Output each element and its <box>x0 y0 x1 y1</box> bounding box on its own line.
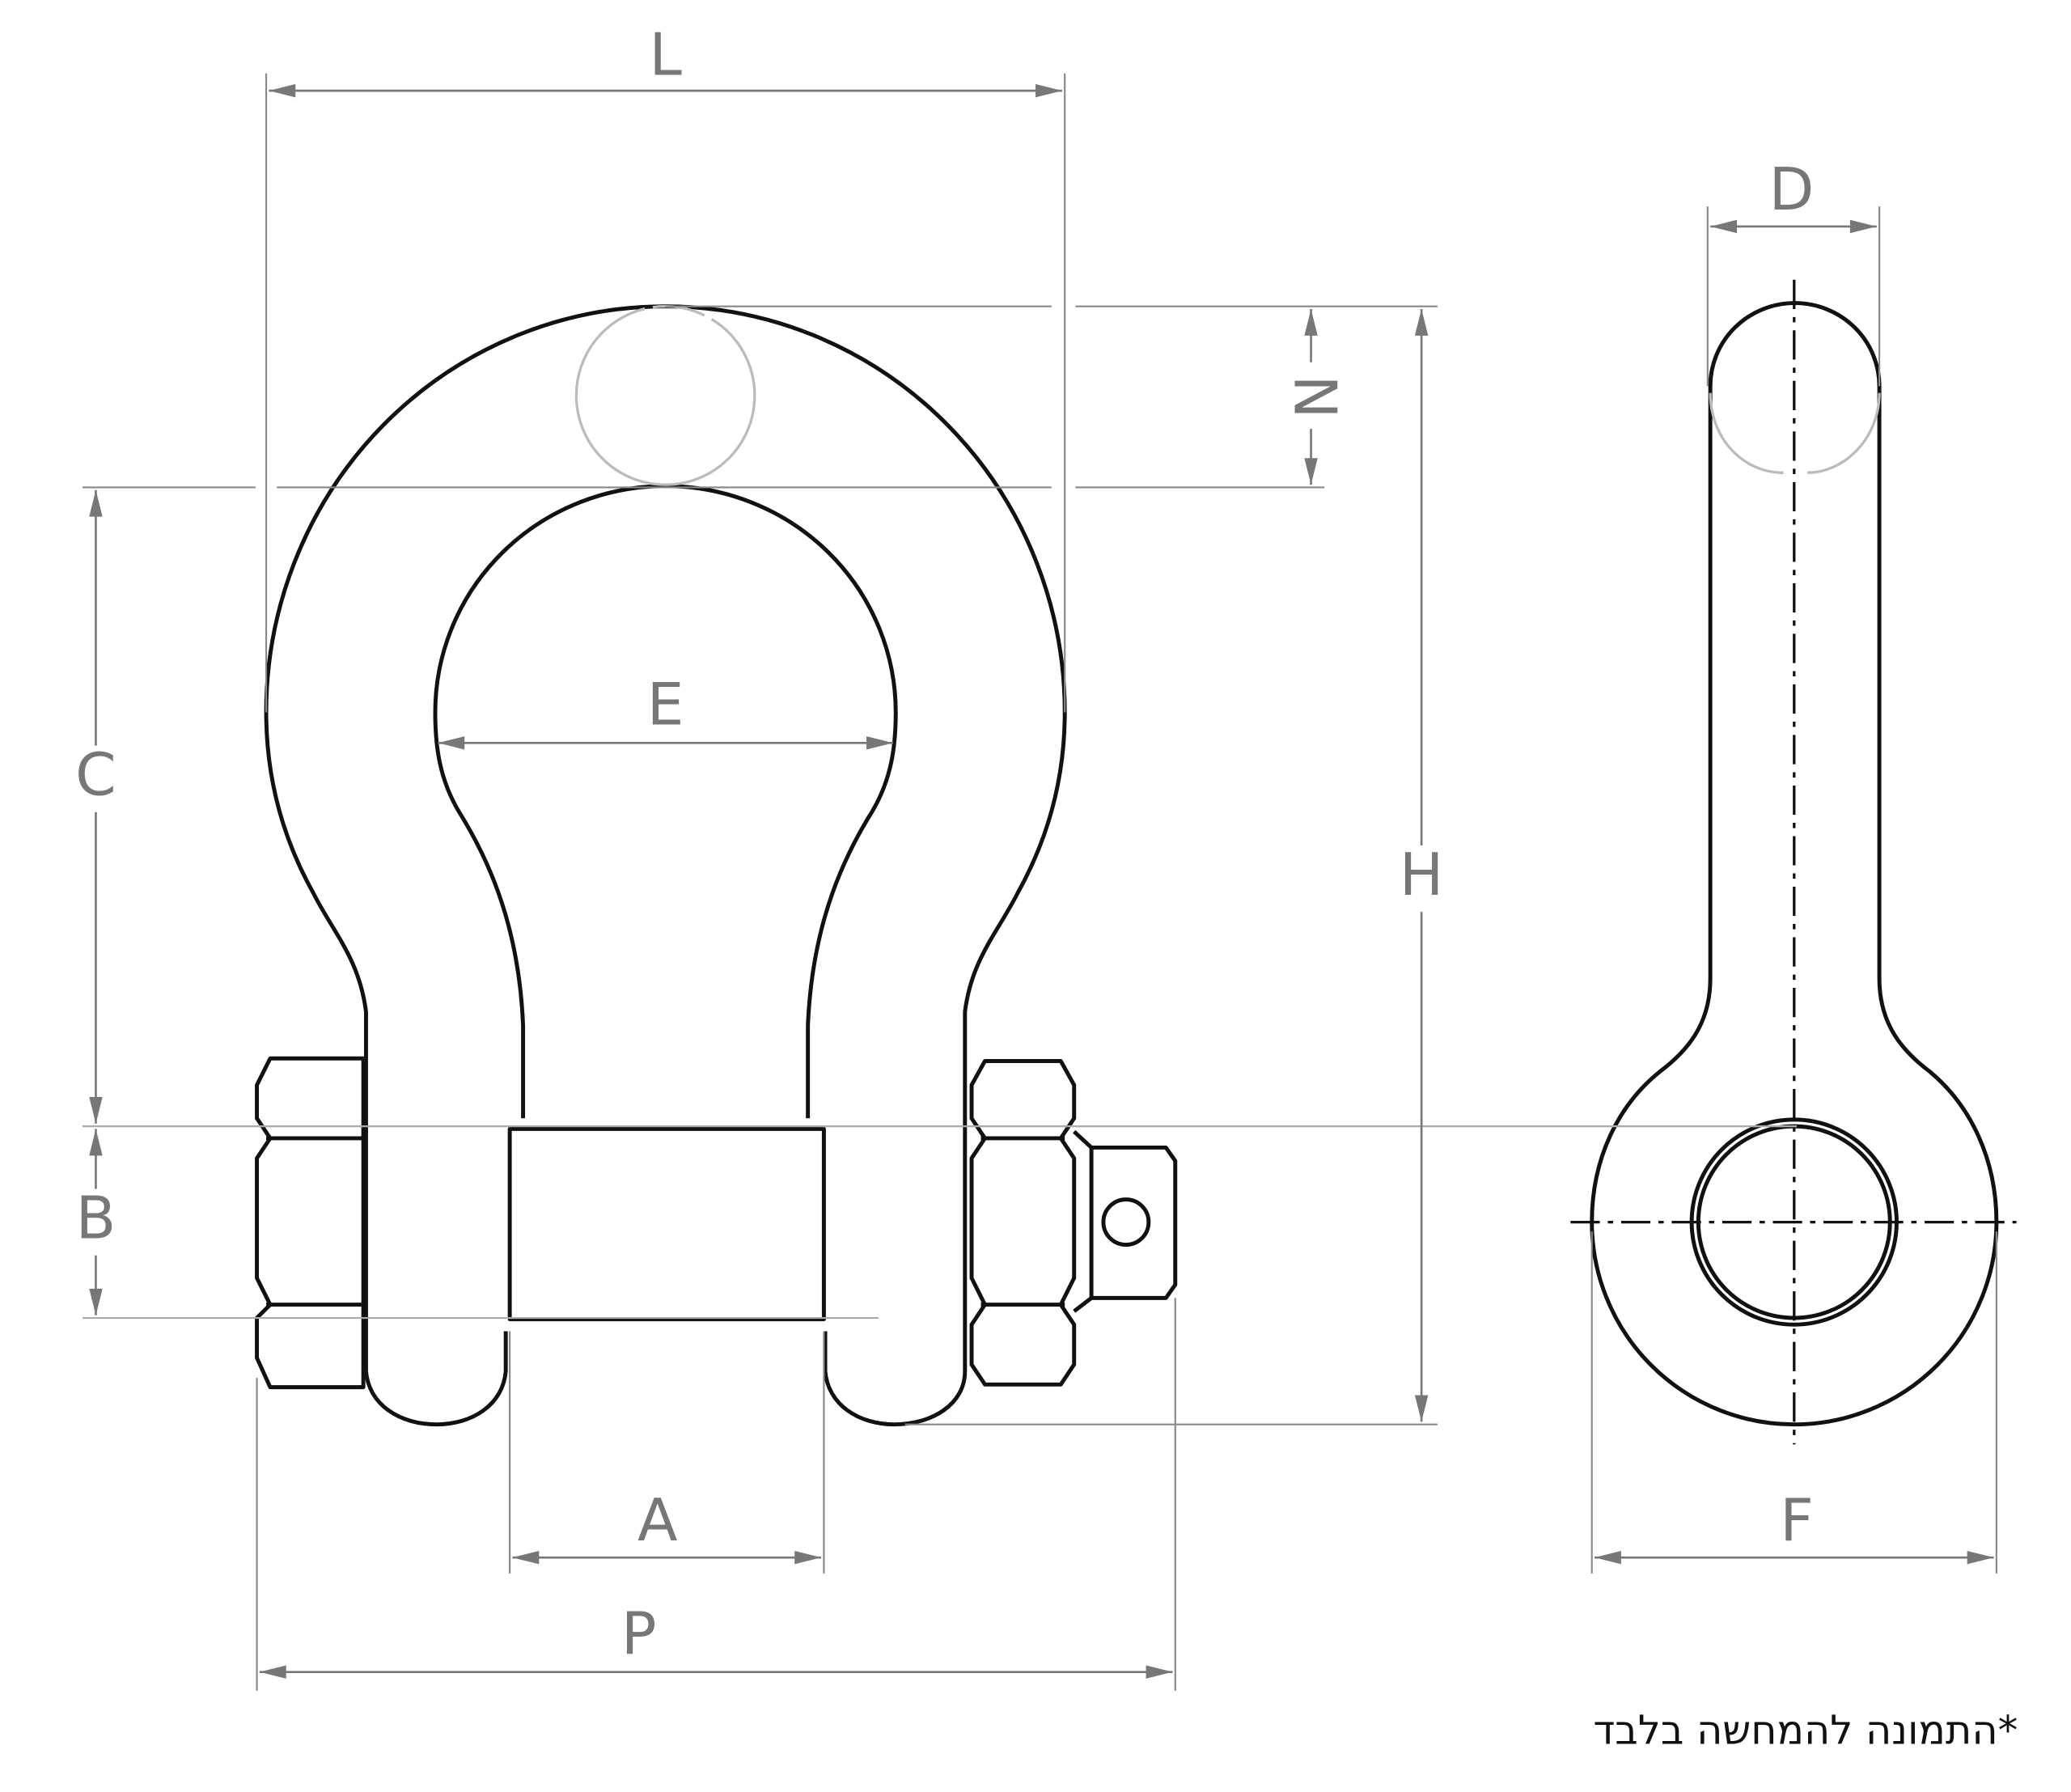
label-H: H <box>1400 841 1443 909</box>
label-A: A <box>637 1487 678 1555</box>
label-D: D <box>1769 156 1815 224</box>
label-P: P <box>621 1600 657 1668</box>
shackle-side-view <box>1570 279 2017 1445</box>
illustration-note: *התמונה להמחשה בלבד <box>1593 1707 2018 1754</box>
label-N: N <box>1281 375 1349 418</box>
extension-lines <box>83 73 1997 1691</box>
shackle-front-view <box>255 304 1178 1427</box>
label-C: C <box>75 742 116 810</box>
label-E: E <box>647 671 684 739</box>
label-F: F <box>1780 1487 1814 1555</box>
label-L: L <box>649 22 681 90</box>
label-B: B <box>76 1185 116 1253</box>
